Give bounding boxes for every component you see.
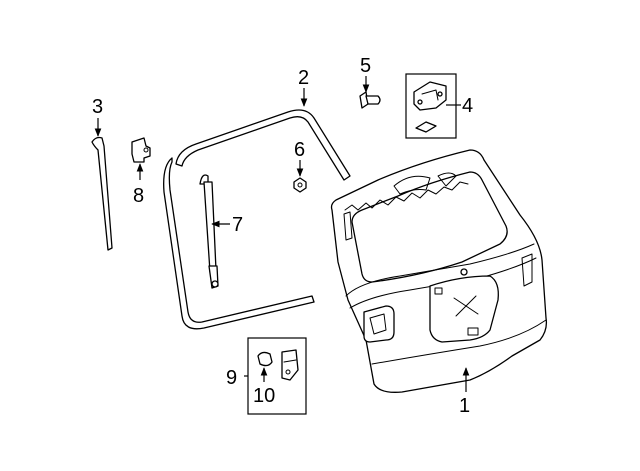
callout-5: 5 [360,55,371,77]
molding-strip-part [91,136,113,251]
leader-lines [94,76,470,392]
bolt-part [359,91,381,109]
callout-9: 9 [226,367,237,389]
latch-kit-part [247,337,307,415]
nut-part [293,177,307,193]
callout-8: 8 [133,185,144,207]
callout-4: 4 [462,95,473,117]
hinge-box [405,73,457,139]
callout-10: 10 [253,385,275,407]
callout-6: 6 [294,139,305,161]
callout-3: 3 [92,96,103,118]
lift-support-part [199,174,219,289]
callout-1: 1 [459,395,470,417]
seal-loop-part [163,157,315,330]
hinge-part [405,73,457,139]
weatherstrip-part [175,109,351,181]
bracket-part [131,137,151,163]
callout-2: 2 [298,67,309,89]
liftgate-part [330,149,548,393]
callout-7: 7 [232,214,243,236]
callout-labels: 1 2 3 4 5 6 7 8 9 10 [92,55,473,417]
